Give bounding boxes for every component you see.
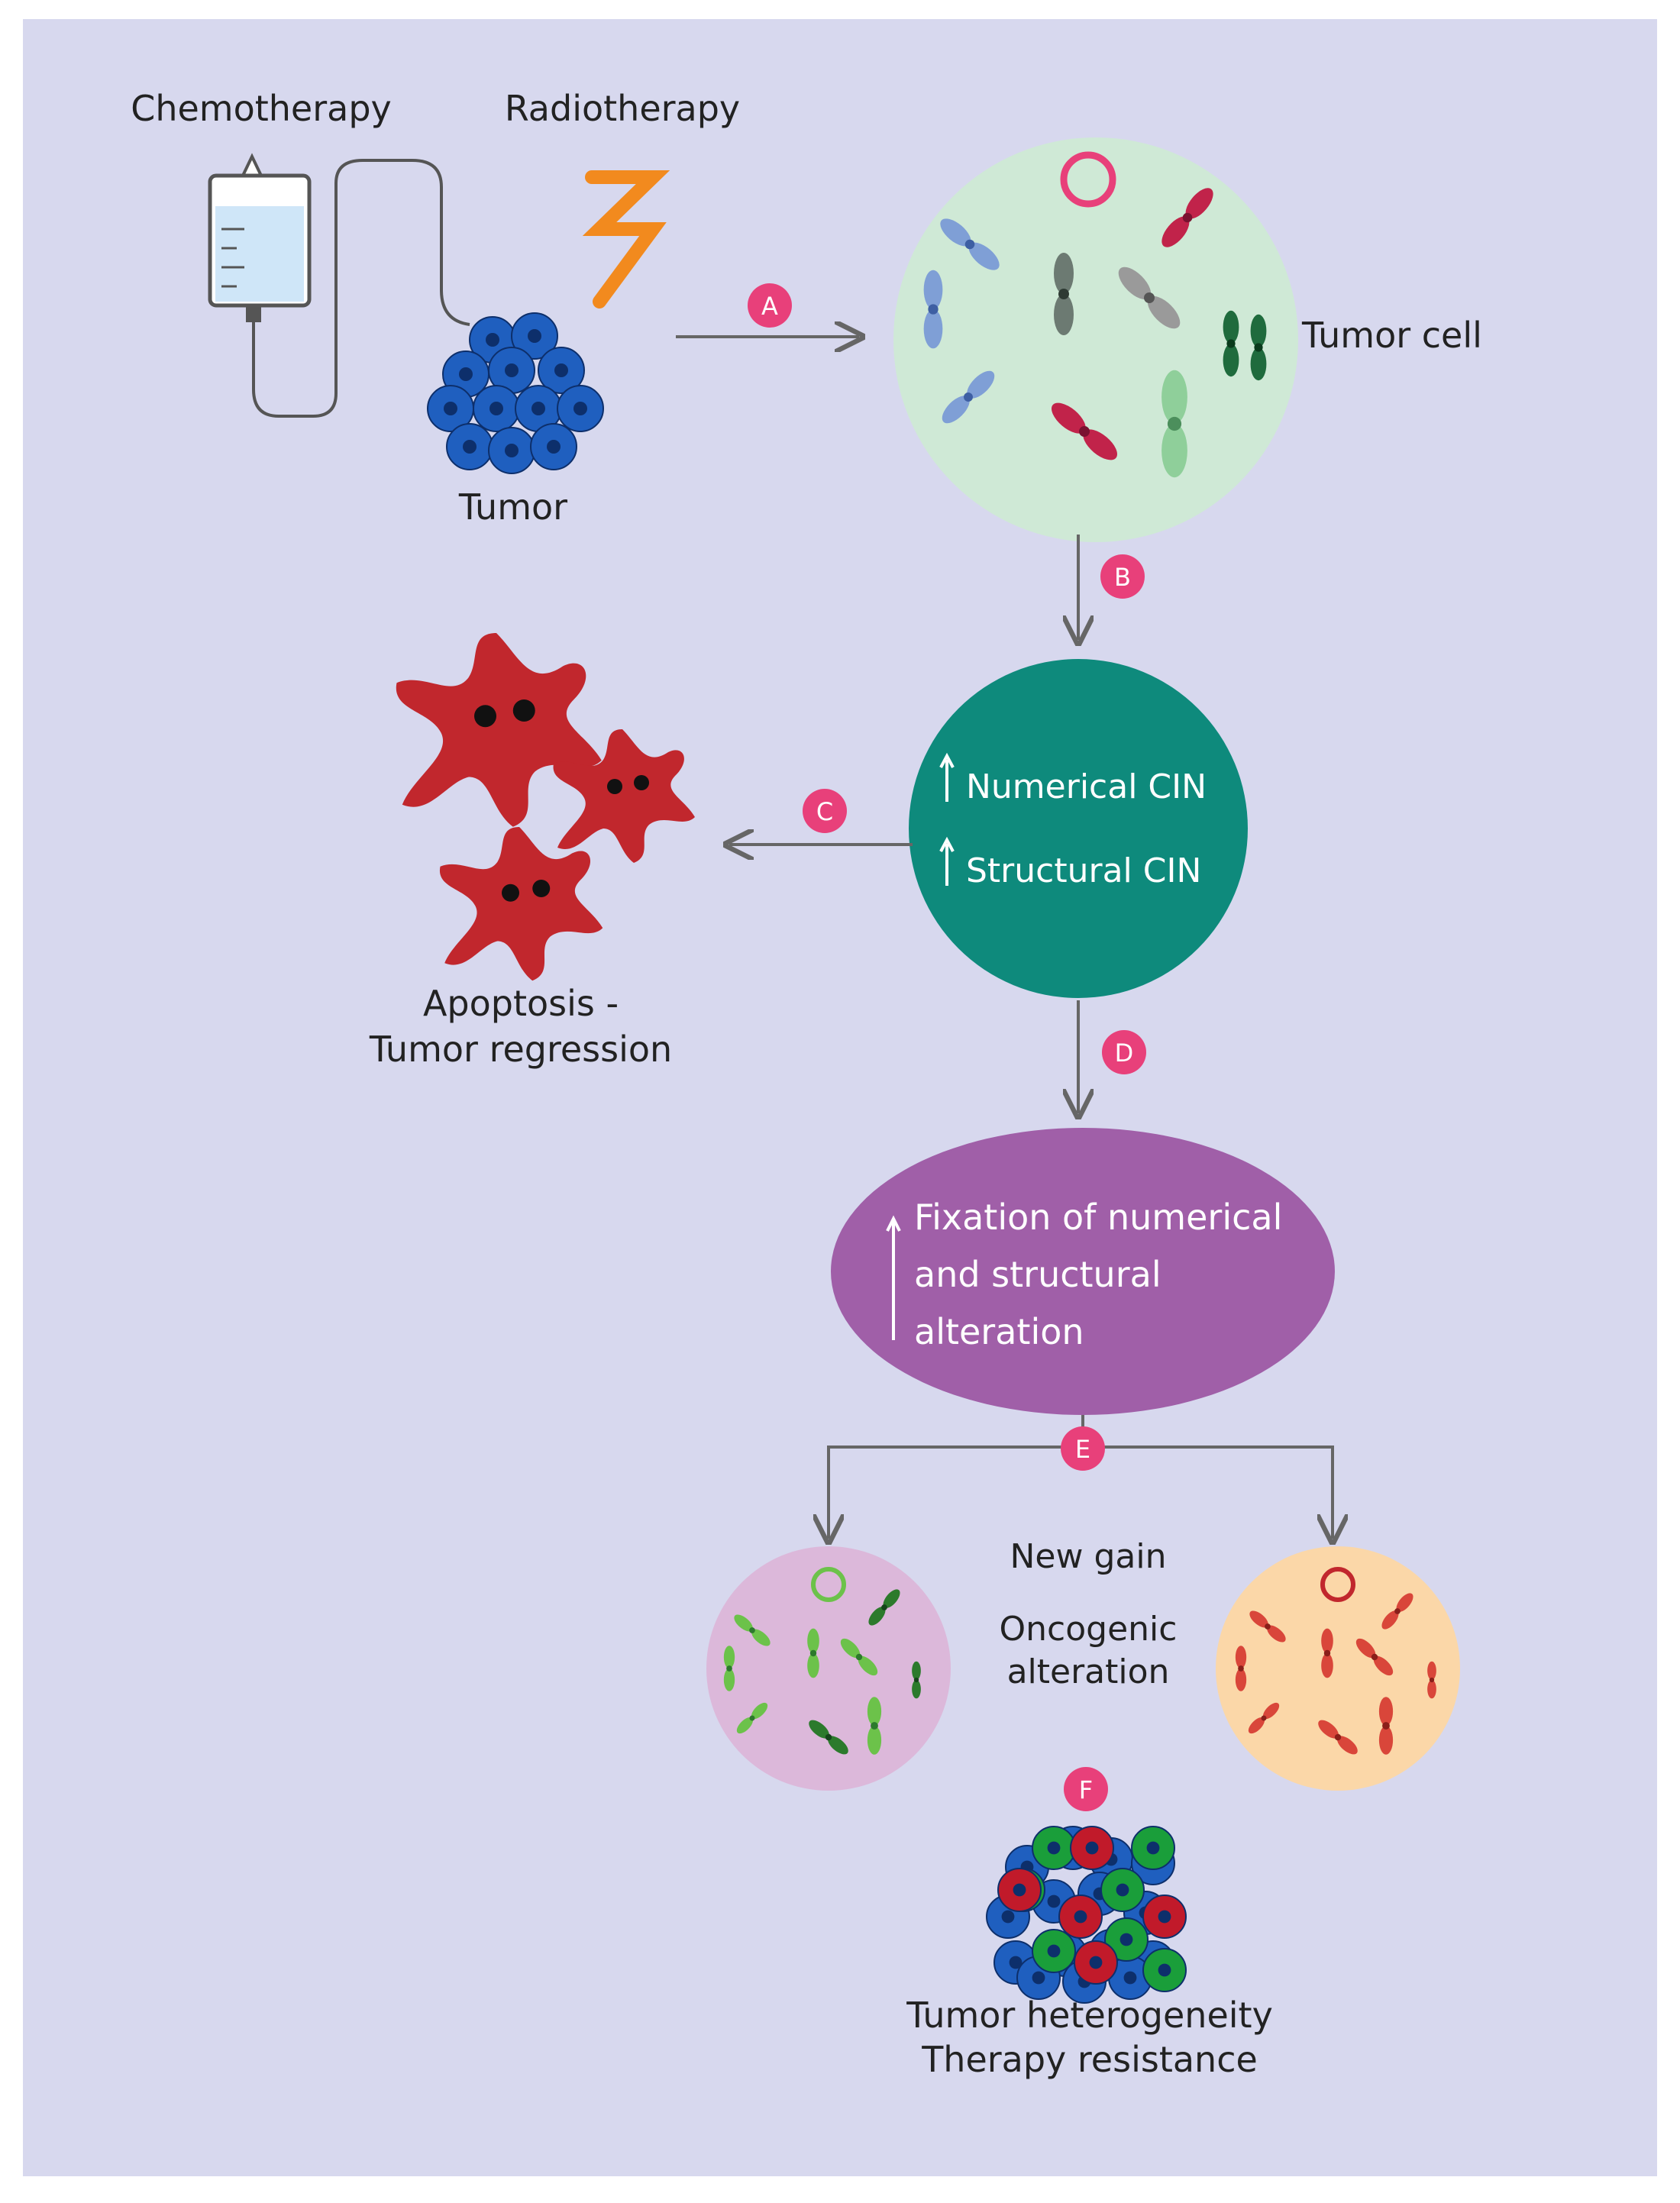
radiation-icon (582, 170, 670, 308)
chromosome-set-red-clone (1235, 1567, 1436, 1755)
arrow-e-right (1083, 1446, 1333, 1539)
background-panel (23, 19, 1657, 2176)
apoptotic-cell-icon (553, 729, 695, 863)
step-badge-d: D (1102, 1030, 1146, 1074)
step-badge-f: F (1064, 1767, 1108, 1811)
apoptotic-cell-icon (396, 633, 602, 827)
new-gain-label: New gain (1010, 1537, 1167, 1576)
chemotherapy-label: Chemotherapy (131, 88, 392, 129)
heterogeneity-label-line2: Therapy resistance (921, 2039, 1258, 2080)
up-arrow-icon (939, 836, 955, 886)
structural-cin-label: Structural CIN (966, 851, 1201, 890)
step-badge-e: E (1061, 1426, 1105, 1471)
up-arrow-icon (939, 752, 955, 802)
radiotherapy-label: Radiotherapy (505, 88, 740, 129)
tumor-cluster-icon (427, 312, 604, 474)
tumor-cell-label: Tumor cell (1301, 315, 1482, 356)
step-badge-b: B (1100, 554, 1145, 599)
tumor-cell-circle (893, 137, 1298, 542)
svg-text:E: E (1075, 1435, 1090, 1464)
apoptotic-cell-icon (439, 827, 603, 981)
svg-text:F: F (1079, 1775, 1093, 1804)
heterogeneous-tumor-icon (986, 1826, 1187, 2004)
oncogenic-label-line2: alteration (1007, 1652, 1170, 1691)
fixation-line2: and structural (914, 1254, 1161, 1295)
svg-text:A: A (761, 292, 778, 321)
svg-text:C: C (816, 797, 833, 826)
fixation-line3: alteration (914, 1311, 1084, 1352)
iv-tube (252, 159, 470, 418)
svg-text:D: D (1115, 1039, 1134, 1068)
svg-text:B: B (1114, 563, 1131, 592)
numerical-cin-label: Numerical CIN (966, 767, 1207, 806)
fixation-line1: Fixation of numerical (914, 1197, 1282, 1238)
oncogenic-label-line1: Oncogenic (1000, 1610, 1178, 1649)
heterogeneity-label-line1: Tumor heterogeneity (906, 1995, 1273, 2036)
up-arrow-icon (886, 1215, 901, 1340)
iv-bag-icon (208, 153, 312, 336)
chromosome-set-green-clone (723, 1567, 921, 1755)
clone-circle-green (706, 1546, 951, 1791)
cin-circle (909, 659, 1248, 998)
apoptosis-label-line1: Apoptosis - (423, 983, 619, 1024)
chromosome-set-tumor-cell (923, 151, 1267, 478)
step-badge-c: C (803, 789, 847, 833)
tumor-label: Tumor (458, 486, 567, 528)
step-badge-a: A (748, 283, 792, 328)
clone-circle-red (1216, 1546, 1460, 1791)
apoptosis-label-line2: Tumor regression (369, 1029, 672, 1070)
fixation-ellipse (831, 1128, 1335, 1415)
